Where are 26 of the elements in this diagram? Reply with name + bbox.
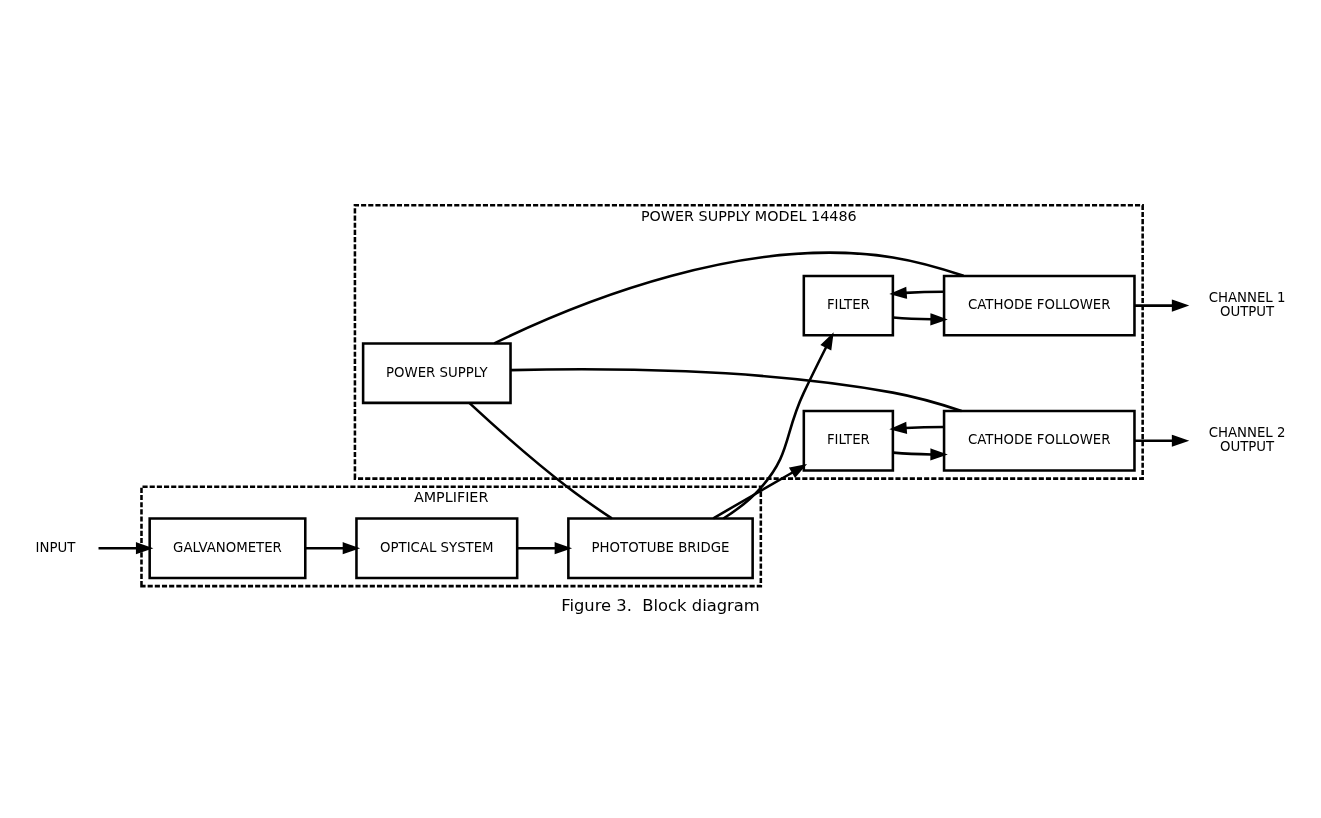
- node-text: INPUT: [35, 539, 76, 555]
- arrow: [305, 542, 361, 555]
- arrow: [893, 448, 948, 461]
- connector: [510, 367, 962, 413]
- node-box: FILTER: [802, 409, 895, 472]
- arrow: [722, 332, 834, 520]
- node-box: OPTICAL SYSTEM: [355, 517, 519, 580]
- arrow: [893, 313, 948, 326]
- node-box: PHOTOTUBE BRIDGE: [567, 517, 754, 580]
- arrow: [712, 464, 808, 520]
- arrow: [889, 286, 944, 299]
- arrow: [517, 542, 573, 555]
- node-box: POWER SUPPLY: [361, 342, 512, 405]
- arrow: [889, 421, 944, 434]
- arrow: [1134, 434, 1190, 447]
- connector: [493, 251, 964, 345]
- caption: Figure 3. Block diagram: [561, 596, 760, 616]
- node-text: CHANNEL 2 OUTPUT: [1208, 425, 1286, 455]
- node-box: FILTER: [802, 274, 895, 337]
- node-box: CATHODE FOLLOWER: [942, 274, 1136, 337]
- connector: [468, 402, 613, 520]
- node-text: CHANNEL 1 OUTPUT: [1208, 289, 1286, 320]
- node-box: CATHODE FOLLOWER: [942, 409, 1136, 472]
- arrow: [1134, 299, 1190, 312]
- arrow: [98, 542, 154, 555]
- node-box: GALVANOMETER: [148, 517, 307, 580]
